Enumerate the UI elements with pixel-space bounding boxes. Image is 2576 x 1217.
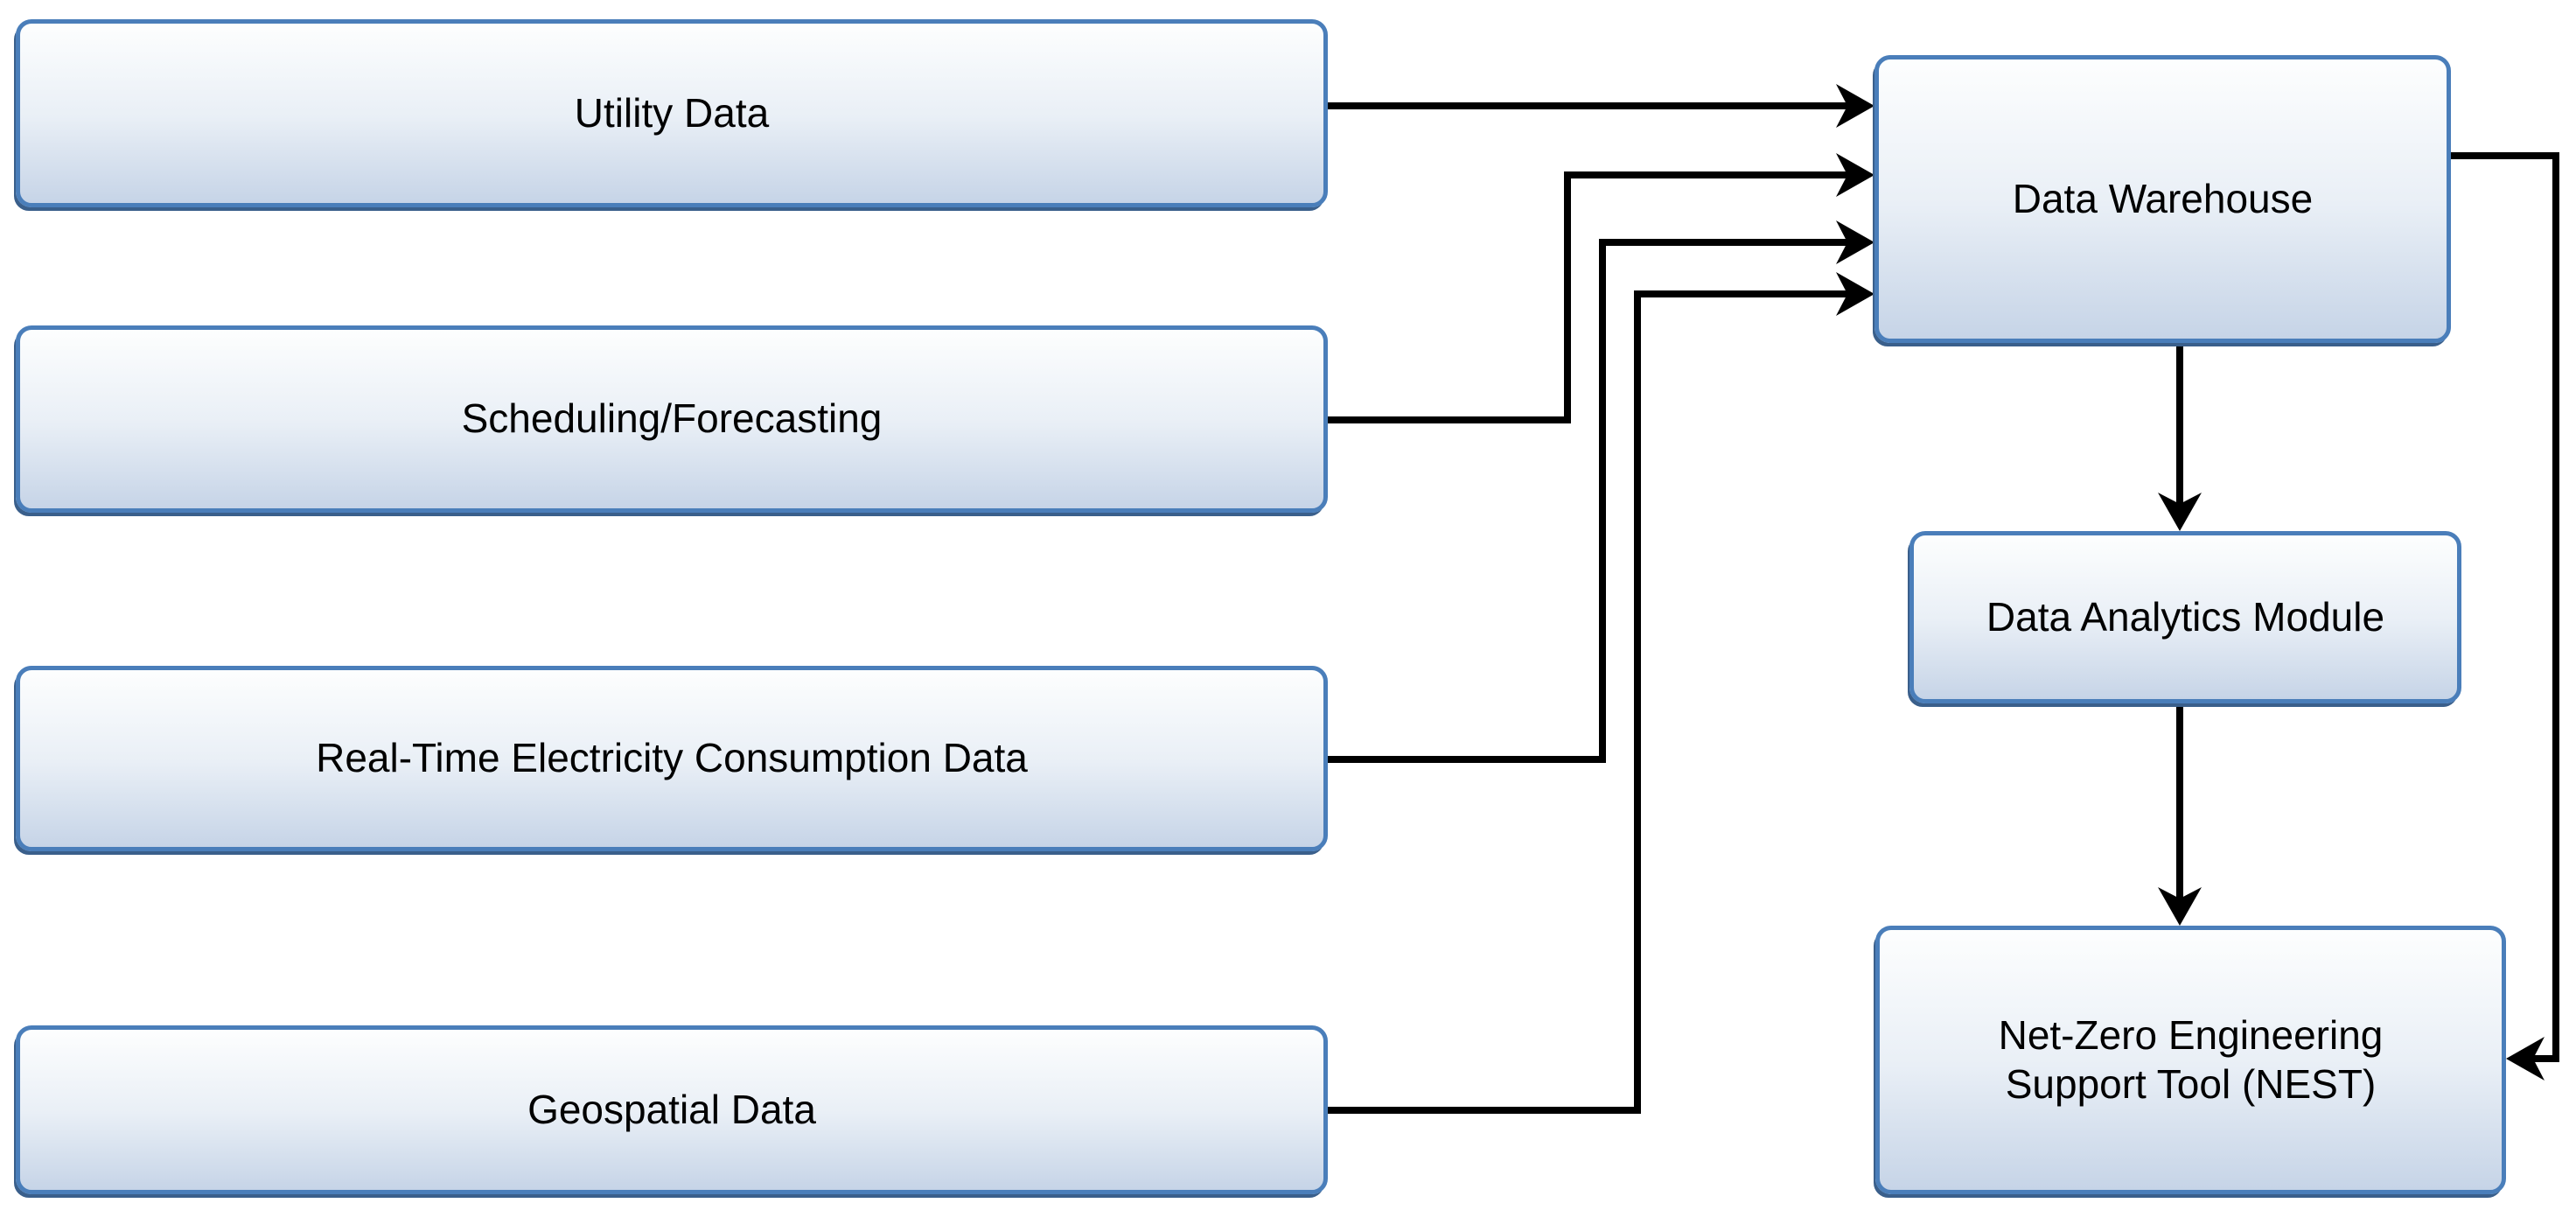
edge-analytics-nest-arrowhead [2158, 887, 2202, 926]
edge-warehouse-to-nest [2451, 152, 2559, 1062]
node-nest-label: Net-Zero Engineering Support Tool (NEST) [1998, 1012, 2384, 1107]
node-geospatial-data: Geospatial Data [16, 1025, 1328, 1194]
edge-geospatial-to-warehouse [1328, 290, 1847, 1114]
edge-scheduling-arrowhead [1836, 153, 1874, 197]
node-utility-data: Utility Data [16, 19, 1328, 207]
node-scheduling-forecasting: Scheduling/Forecasting [16, 325, 1328, 513]
edge-utility-arrowhead [1836, 84, 1874, 128]
node-utility-data-label: Utility Data [574, 89, 770, 136]
node-data-analytics-module: Data Analytics Module [1909, 531, 2461, 703]
node-realtime-electricity-consumption-data: Real-Time Electricity Consumption Data [16, 666, 1328, 851]
edge-warehouse-nest-arrowhead [2506, 1037, 2545, 1081]
node-geospatial-data-label: Geospatial Data [527, 1086, 816, 1132]
edge-geospatial-arrowhead [1836, 272, 1874, 316]
edge-realtime-to-warehouse [1328, 239, 1847, 763]
node-scheduling-forecasting-label: Scheduling/Forecasting [461, 395, 883, 442]
node-data-warehouse-label: Data Warehouse [2012, 175, 2314, 221]
node-nest: Net-Zero Engineering Support Tool (NEST) [1875, 926, 2506, 1194]
node-data-analytics-module-label: Data Analytics Module [1986, 593, 2385, 640]
node-realtime-label: Real-Time Electricity Consumption Data [316, 735, 1028, 781]
node-data-warehouse: Data Warehouse [1874, 55, 2451, 343]
edge-realtime-arrowhead [1836, 220, 1874, 264]
edge-scheduling-to-warehouse [1328, 171, 1847, 423]
edge-warehouse-analytics-arrowhead [2158, 493, 2202, 531]
